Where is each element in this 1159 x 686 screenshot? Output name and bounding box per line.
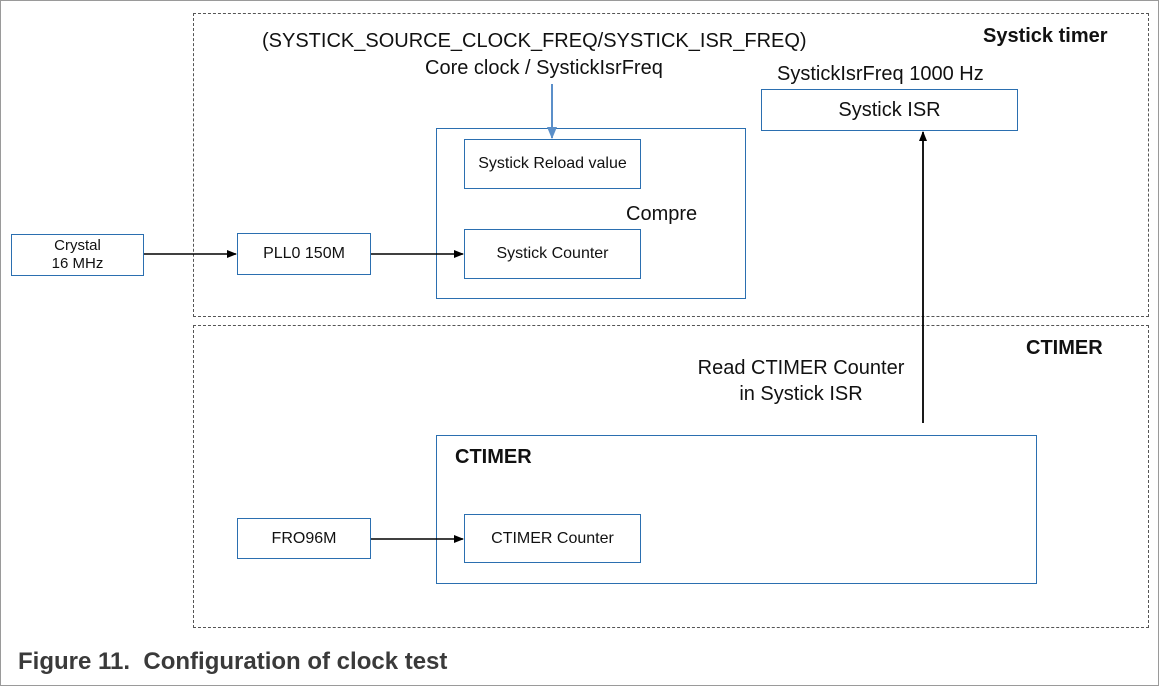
systick-counter-block: Systick Counter bbox=[464, 229, 641, 279]
ctimer-region-title: CTIMER bbox=[1026, 337, 1103, 359]
figure-number: Figure 11. bbox=[18, 648, 131, 675]
reload-formula-label: (SYSTICK_SOURCE_CLOCK_FREQ/SYSTICK_ISR_F… bbox=[262, 30, 807, 52]
isr-frequency-label: SystickIsrFreq 1000 Hz bbox=[777, 63, 984, 85]
systick-isr-block: Systick ISR bbox=[761, 89, 1018, 131]
systick-timer-title: Systick timer bbox=[983, 25, 1108, 47]
systick-reload-value-block: Systick Reload value bbox=[464, 139, 641, 189]
read-ctimer-line1: Read CTIMER Counter bbox=[697, 357, 905, 379]
crystal-label: Crystal bbox=[54, 237, 101, 254]
crystal-frequency: 16 MHz bbox=[51, 255, 104, 272]
figure-title: Configuration of clock test bbox=[143, 648, 448, 675]
read-ctimer-label: Read CTIMER Counter in Systick ISR bbox=[690, 356, 912, 406]
crystal-block: Crystal 16 MHz bbox=[11, 234, 144, 276]
systick-timer-region bbox=[193, 13, 1149, 317]
ctimer-counter-block: CTIMER Counter bbox=[464, 514, 641, 563]
ctimer-group-title: CTIMER bbox=[455, 446, 532, 468]
figure-caption: Figure 11. Configuration of clock test bbox=[18, 648, 447, 676]
read-ctimer-line2: in Systick ISR bbox=[739, 383, 863, 405]
ctimer-region bbox=[193, 325, 1149, 628]
fro96m-block: FRO96M bbox=[237, 518, 371, 559]
compare-label: Compre bbox=[626, 203, 698, 225]
pll-block: PLL0 150M bbox=[237, 233, 371, 275]
core-clock-label: Core clock / SystickIsrFreq bbox=[425, 57, 663, 79]
